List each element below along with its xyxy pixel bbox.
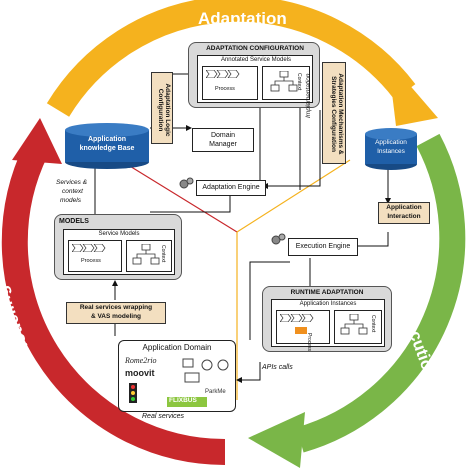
- gears-icon: [179, 177, 194, 189]
- execution-arc: [296, 133, 466, 453]
- logo-flixbus-bg: FLIXBUS: [167, 397, 207, 407]
- adaptation-engine-label: Adaptation Engine: [202, 184, 260, 191]
- models-context-box: Context: [126, 240, 172, 272]
- app-kb-line2: knowledge Base: [79, 145, 135, 152]
- traffic-light-icon: [129, 383, 137, 403]
- adaptation-logic-configuration-box: Adaptation Logic Configuration: [151, 72, 173, 144]
- app-instances-line2: Instances: [377, 148, 405, 155]
- context-label: Context: [296, 73, 302, 91]
- mechanisms-label: Adaptation Mechanisms & Strategies Confi…: [330, 73, 344, 155]
- transport-icons: [182, 358, 229, 383]
- runtime-context-box: Context: [334, 310, 382, 344]
- logo-moovit: moovit: [125, 368, 155, 378]
- modeling-arc: [1, 144, 226, 466]
- modeling-arrowhead: [12, 118, 62, 164]
- runtime-title: RUNTIME ADAPTATION: [290, 289, 364, 296]
- adaptation-arc: [46, 0, 416, 117]
- domain-manager-line2: Manager: [209, 141, 237, 148]
- adaptation-configuration-title: ADAPTATION CONFIGURATION: [206, 45, 304, 52]
- annotated-service-models-box: Annotated Service Models Process Context: [197, 55, 313, 103]
- connectors: [94, 73, 389, 340]
- application-interaction-box: Application Interaction: [378, 202, 430, 224]
- context-box: Context: [262, 66, 310, 100]
- real-wrapping-line1: Real services wrapping: [79, 304, 153, 311]
- service-models-box: Service Models Process Context: [63, 229, 175, 275]
- app-instances-line1: Application: [375, 139, 407, 146]
- service-models-title: Service Models: [98, 231, 140, 237]
- real-services-label: Real services: [142, 413, 185, 420]
- apis-calls-label: APIs calls: [262, 364, 293, 371]
- execution-gears-icon: [271, 233, 286, 245]
- application-instances-db: [365, 128, 417, 170]
- services-context-line2: context: [62, 188, 83, 195]
- app-kb-line1: Application: [87, 136, 127, 143]
- app-interaction-line2: Interaction: [387, 213, 421, 220]
- process-arrows-icon: [206, 70, 240, 78]
- implementation-label: Implementation: [305, 73, 312, 118]
- execution-arrowhead: [248, 412, 305, 468]
- models-context-label: Context: [160, 245, 166, 263]
- models-process-arrows-icon: [72, 244, 106, 252]
- domain-manager-line1: Domain: [210, 132, 236, 139]
- runtime-process-arrows-icon: [280, 314, 314, 322]
- real-wrapping-line2: & VAS modeling: [90, 313, 142, 320]
- runtime-app-instances-box: Application Instances Process Context: [271, 299, 385, 351]
- app-interaction-line1: Application: [386, 204, 422, 211]
- mechanisms-strategies-box: Adaptation Mechanisms & Strategies Confi…: [322, 62, 346, 164]
- runtime-adaptation-panel: RUNTIME ADAPTATION Application Instances…: [262, 286, 392, 352]
- runtime-inner-title: Application Instances: [299, 301, 357, 307]
- domain-manager-box: Domain Manager: [192, 128, 254, 152]
- runtime-process-label: Process: [306, 333, 312, 352]
- application-domain-title: Application Domain: [142, 343, 212, 352]
- application-domain-box: Application Domain Rome2rio moovit FLIXB…: [118, 340, 236, 412]
- models-context-tree-icon: [132, 244, 160, 265]
- connector-heads: [92, 71, 391, 322]
- application-knowledge-base-db: [65, 123, 149, 169]
- process-label: Process: [215, 86, 235, 92]
- runtime-process-box: Process: [276, 310, 330, 351]
- logo-rome2rio: Rome2rio: [125, 356, 157, 365]
- context-tree-icon: [270, 71, 298, 92]
- adaptation-logic-label: Adaptation Logic Configuration: [157, 83, 171, 137]
- models-title: MODELS: [59, 218, 89, 225]
- adaptation-label: Adaptation: [198, 9, 287, 28]
- annotated-service-models-title: Annotated Service Models: [220, 57, 292, 63]
- adaptation-configuration-panel: ADAPTATION CONFIGURATION Annotated Servi…: [188, 42, 320, 108]
- adaptation-arrowhead: [388, 60, 438, 126]
- divider-orange: [236, 159, 351, 233]
- runtime-context-label: Context: [370, 315, 376, 333]
- real-services-wrapping-box: Real services wrapping & VAS modeling: [66, 302, 166, 324]
- models-panel: MODELS Service Models Process Context: [54, 214, 182, 280]
- services-context-line3: models: [60, 197, 81, 204]
- logo-flixbus: FLIXBUS: [169, 397, 197, 404]
- models-process-label: Process: [81, 258, 101, 264]
- divider-red: [119, 159, 238, 233]
- runtime-context-tree-icon: [340, 314, 368, 335]
- execution-engine-box: Execution Engine: [288, 238, 358, 256]
- models-process-box: Process: [68, 240, 122, 272]
- logo-parkme: ParkMe: [205, 389, 226, 395]
- execution-engine-label: Execution Engine: [295, 243, 351, 250]
- apis-arrow: [236, 362, 261, 383]
- runtime-highlight-block: [295, 327, 307, 334]
- adaptation-engine-box: Adaptation Engine: [196, 180, 266, 196]
- process-box: Process: [202, 66, 258, 100]
- services-context-line1: Services &: [56, 179, 88, 186]
